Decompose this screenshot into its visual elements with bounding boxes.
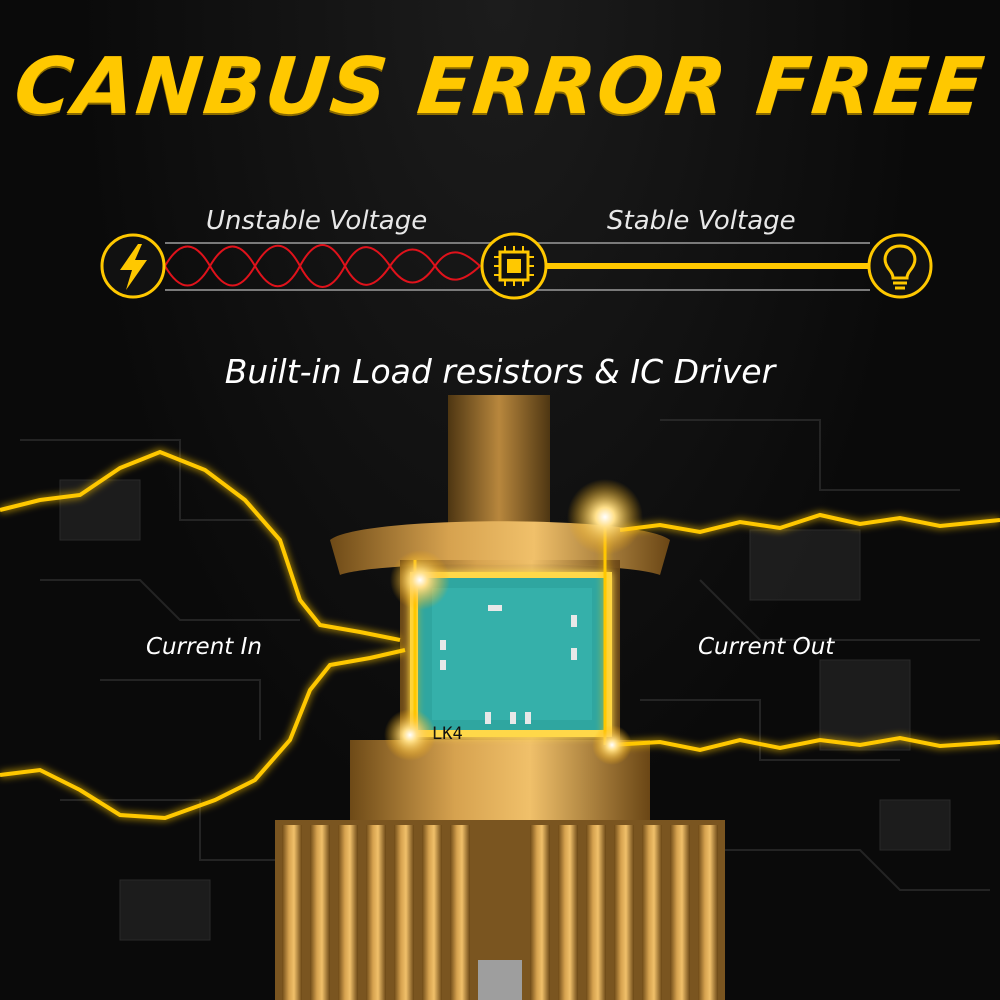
current-in-label: Current In — [146, 634, 262, 660]
unstable-voltage-wave — [164, 244, 481, 288]
ic-chip: LK4 — [410, 572, 612, 744]
subtitle: Built-in Load resistors & IC Driver — [224, 352, 776, 391]
chip-marking: LK4 — [432, 724, 463, 744]
bulb-icon — [867, 233, 933, 299]
chip-icon — [480, 232, 548, 300]
unstable-voltage-label: Unstable Voltage — [206, 206, 428, 236]
lightning-icon — [100, 233, 166, 299]
voltage-diagram — [100, 232, 933, 300]
current-out-label: Current Out — [698, 634, 835, 660]
stable-voltage-label: Stable Voltage — [607, 206, 796, 236]
bulb-collar — [350, 740, 650, 820]
heatsink-fins — [275, 820, 725, 1000]
current-out-lightning — [609, 512, 1000, 753]
current-in-lightning — [0, 449, 406, 821]
circuit-board-background — [20, 419, 990, 941]
